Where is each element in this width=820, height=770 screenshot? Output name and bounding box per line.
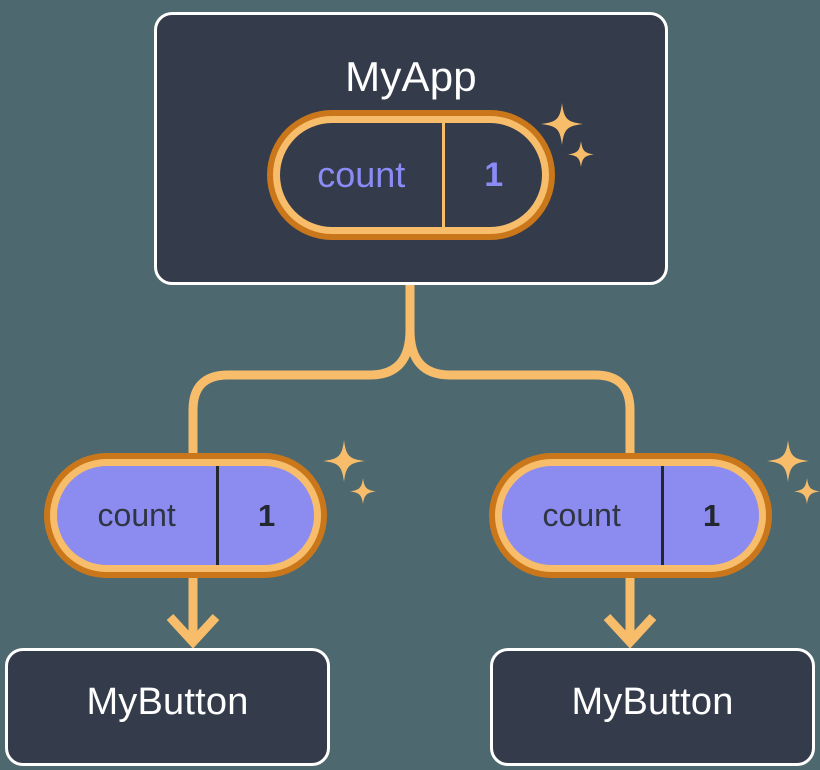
state-value: 1 [442,123,542,227]
state-value: 1 [661,466,759,565]
state-pill-myapp[interactable]: count 1 [267,110,555,240]
state-name: count [317,154,406,195]
arrow-head-left [166,613,220,649]
component-card-mybutton-right[interactable]: MyButton [490,648,815,766]
state-name: count [97,497,176,533]
state-value: 1 [216,466,314,565]
state-pill-body: count 1 [57,466,314,565]
component-card-mybutton-left[interactable]: MyButton [5,648,330,766]
state-pill-body: count 1 [280,123,542,227]
component-label-myapp: MyApp [345,53,477,100]
component-label-mybutton: MyButton [571,681,734,723]
connector-trunk-right [405,280,635,460]
sparkle-icon [318,440,378,517]
component-label-mybutton: MyButton [86,681,249,723]
connector-trunk-left [188,280,415,460]
state-pill-ring-inner: count 1 [50,459,321,572]
state-name: count [542,497,621,533]
state-pill-branch-left[interactable]: count 1 [44,453,327,578]
state-pill-branch-right[interactable]: count 1 [489,453,772,578]
state-pill-ring-inner: count 1 [273,116,549,234]
state-pill-body: count 1 [502,466,759,565]
state-pill-ring-inner: count 1 [495,459,766,572]
arrow-head-right [603,613,657,649]
